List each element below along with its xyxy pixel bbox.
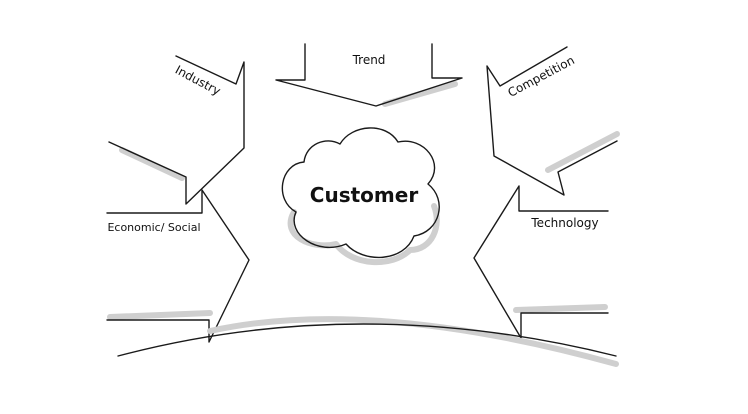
industry-arrow [108,55,245,205]
competition-arrow [486,46,620,196]
economic-social-arrow [106,189,250,343]
industry-label: Industry [173,63,223,99]
trend-label: Trend [352,53,386,67]
trend-arrow [275,43,463,107]
customer-cloud [281,127,440,265]
technology-arrow [473,185,609,339]
technology-label: Technology [530,216,598,230]
ground-curve [117,316,619,367]
economic-social-label: Economic/ Social [107,221,200,234]
customer-label: Customer [310,183,419,207]
